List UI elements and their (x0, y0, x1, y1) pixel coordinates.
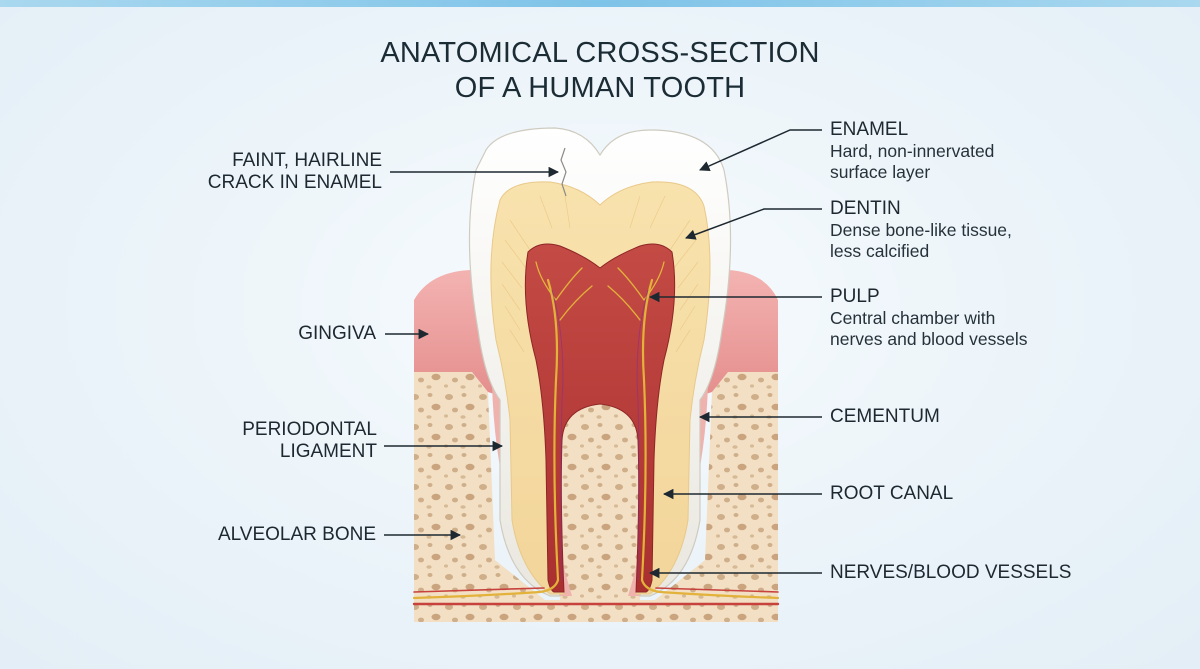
label-cementum-name: CEMENTUM (830, 406, 940, 427)
label-enamel: ENAMEL Hard, non-innervated surface laye… (830, 119, 994, 183)
label-dentin-desc-2: less calcified (830, 241, 930, 261)
label-ligament-line-1: PERIODONTAL (242, 419, 377, 440)
inter-radicular-bone (572, 425, 628, 592)
label-gingiva: GINGIVA (220, 323, 376, 345)
label-ligament: PERIODONTAL LIGAMENT (200, 419, 377, 463)
label-ligament-line-2: LIGAMENT (279, 441, 377, 462)
label-crack-line-2: CRACK IN ENAMEL (207, 172, 382, 193)
title-line-2: OF A HUMAN TOOTH (454, 72, 746, 104)
dentin-tubules (501, 195, 699, 353)
label-bone: ALVEOLAR BONE (190, 524, 376, 546)
label-pulp-desc-2: nerves and blood vessels (830, 329, 1028, 349)
label-dentin-name: DENTIN (830, 198, 901, 219)
top-accent-bar (0, 0, 1200, 7)
leader-lines (384, 129, 822, 579)
label-nerves: NERVES/BLOOD VESSELS (830, 562, 1071, 584)
label-dentin: DENTIN Dense bone-like tissue, less calc… (830, 198, 1012, 262)
label-pulp-name: PULP (830, 286, 880, 307)
label-enamel-name: ENAMEL (830, 119, 909, 140)
pulp-chamber (524, 243, 676, 593)
label-pulp: PULP Central chamber with nerves and blo… (830, 286, 1027, 350)
label-dentin-desc-1: Dense bone-like tissue, (830, 220, 1012, 240)
nerves-and-vessels (412, 261, 780, 606)
label-crack: FAINT, HAIRLINE CRACK IN ENAMEL (180, 150, 382, 194)
label-crack-line-1: FAINT, HAIRLINE (232, 150, 382, 171)
enamel-crack (560, 147, 567, 197)
title-line-1: ANATOMICAL CROSS-SECTION (380, 37, 820, 69)
label-cementum: CEMENTUM (830, 406, 940, 428)
label-root-canal: ROOT CANAL (830, 483, 953, 505)
label-enamel-desc-1: Hard, non-innervated (830, 141, 995, 161)
label-pulp-desc-1: Central chamber with (830, 308, 996, 328)
label-enamel-desc-2: surface layer (830, 162, 931, 182)
page-title: ANATOMICAL CROSS-SECTION OF A HUMAN TOOT… (300, 36, 900, 106)
label-root-canal-name: ROOT CANAL (830, 483, 954, 504)
label-gingiva-name: GINGIVA (298, 323, 376, 344)
label-nerves-name: NERVES/BLOOD VESSELS (830, 562, 1072, 583)
label-bone-name: ALVEOLAR BONE (217, 524, 376, 545)
